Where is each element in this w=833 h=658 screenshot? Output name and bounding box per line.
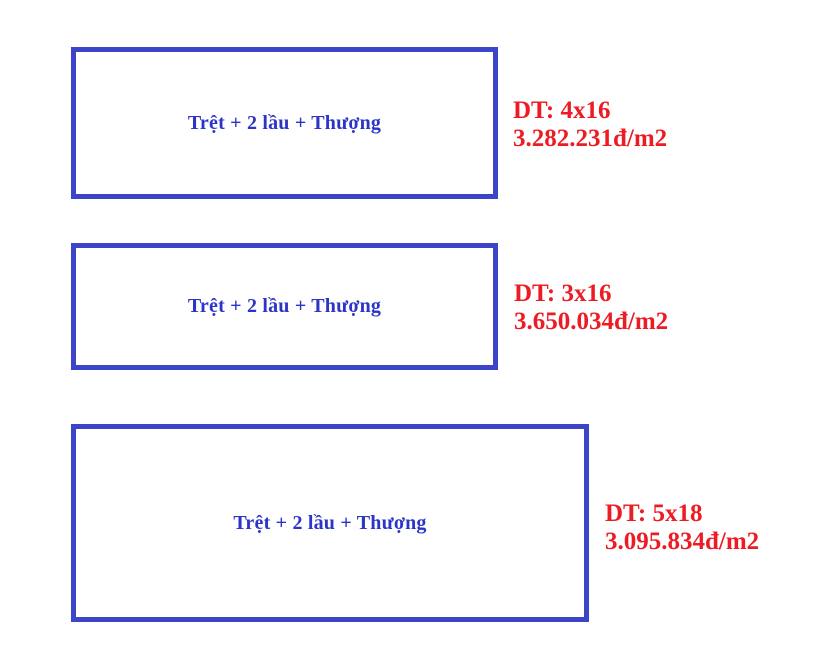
plan-box-1: Trệt + 2 lầu + Thượng (71, 47, 498, 199)
plan-annotation-1-dimensions: DT: 4x16 (513, 97, 611, 124)
plan-annotation-2-dimensions: DT: 3x16 (514, 280, 612, 307)
plan-annotation-2-price: 3.650.034đ/m2 (514, 308, 669, 335)
plan-box-2-structure-label: Trệt + 2 lầu + Thượng (187, 295, 382, 317)
plan-box-3: Trệt + 2 lầu + Thượng (71, 424, 589, 622)
plan-annotation-3: DT: 5x18 3.095.834đ/m2 (605, 500, 759, 556)
plan-box-2: Trệt + 2 lầu + Thượng (71, 243, 498, 370)
plan-box-3-structure-label: Trệt + 2 lầu + Thượng (233, 511, 427, 534)
plan-annotation-3-price: 3.095.834đ/m2 (605, 528, 760, 555)
plan-box-1-structure-label: Trệt + 2 lầu + Thượng (187, 111, 382, 134)
plan-annotation-1: DT: 4x16 3.282.231đ/m2 (513, 97, 667, 153)
plan-annotation-2: DT: 3x16 3.650.034đ/m2 (514, 280, 668, 336)
plan-annotation-3-dimensions: DT: 5x18 (605, 500, 703, 527)
plan-annotation-1-price: 3.282.231đ/m2 (513, 125, 668, 152)
